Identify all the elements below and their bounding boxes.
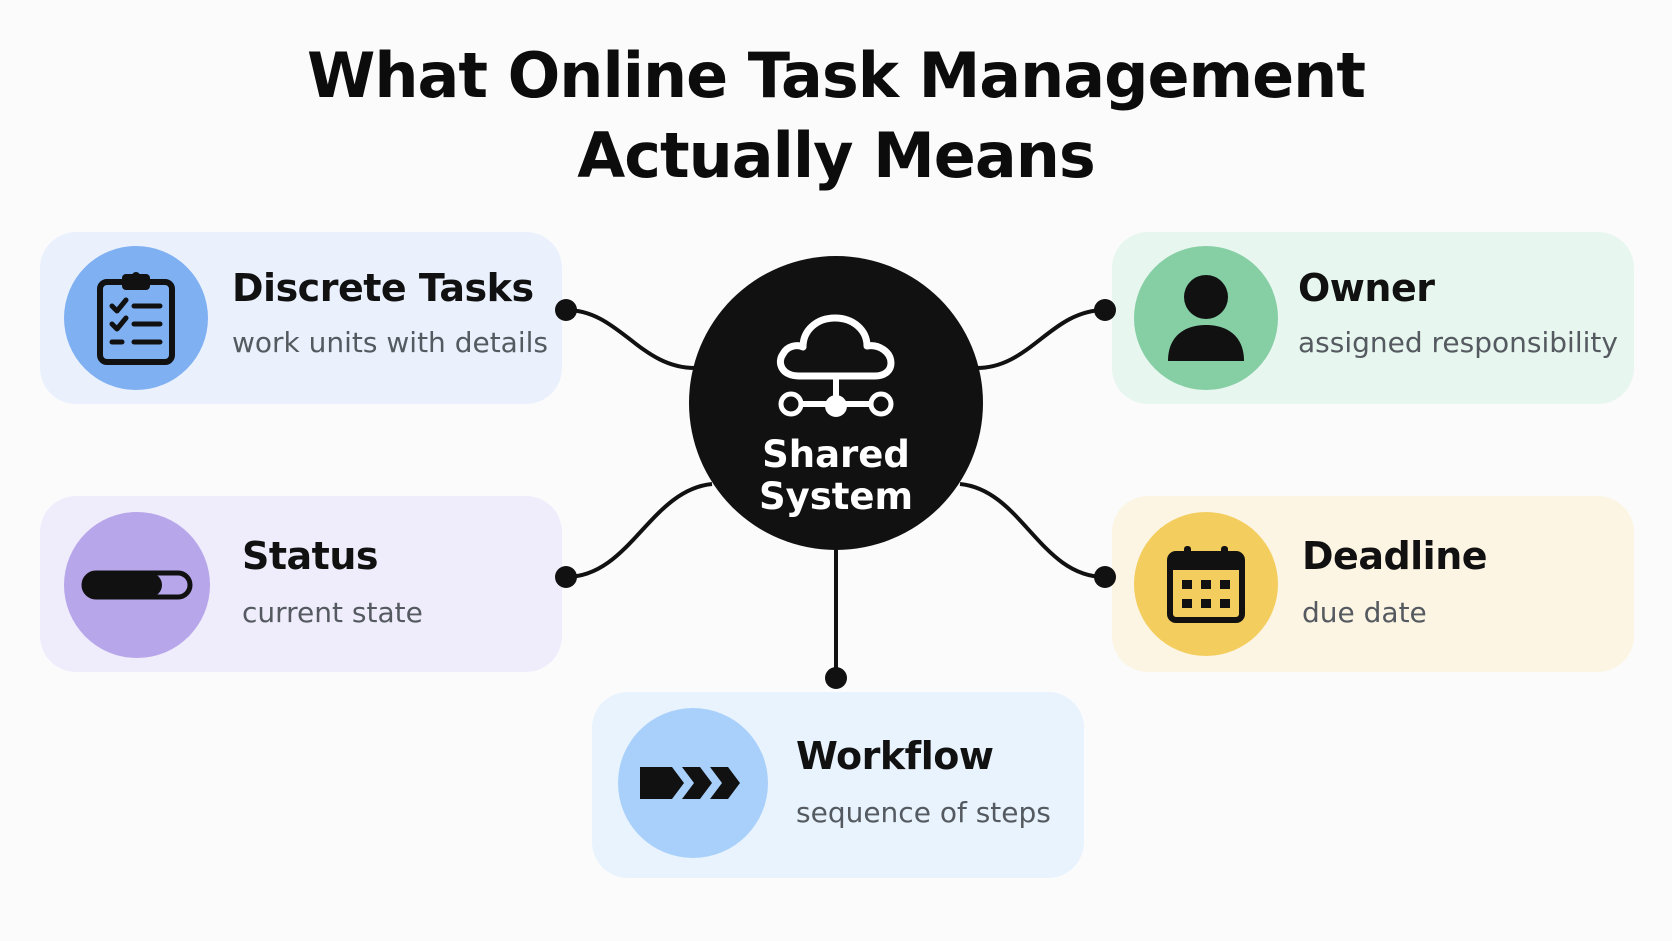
workflow-icon-circle [618,708,768,858]
status-subtitle: current state [242,596,423,629]
card-status: Status current state [40,496,562,672]
workflow-title: Workflow [796,734,994,778]
title-line-2: Actually Means [577,119,1095,192]
hub-label: Shared System [689,434,983,518]
status-icon-circle [64,512,210,658]
title-line-1: What Online Task Management [307,39,1366,112]
connector-deadline [959,482,1106,579]
connector-dot-owner [1094,299,1116,321]
discrete-tasks-subtitle: work units with details [232,326,548,359]
connector-dot-deadline [1094,566,1116,588]
progress-bar-icon [81,570,193,600]
connector-discrete-tasks [565,308,699,371]
hub-label-line-2: System [758,475,914,518]
connector-dot-workflow [825,667,847,689]
workflow-subtitle: sequence of steps [796,796,1051,829]
hub-circle: Shared System [689,256,983,550]
chevron-arrows-icon [640,767,740,799]
discrete-tasks-title: Discrete Tasks [232,266,534,310]
status-title: Status [242,534,379,578]
calendar-icon [1167,546,1245,623]
deadline-icon-circle [1134,512,1278,656]
connector-dot-discrete-tasks [555,299,577,321]
page-title: What Online Task Management Actually Mea… [0,36,1672,196]
deadline-subtitle: due date [1302,596,1427,629]
owner-title: Owner [1298,266,1435,310]
deadline-title: Deadline [1302,534,1488,578]
owner-icon-circle [1134,246,1278,390]
card-discrete-tasks: Discrete Tasks work units with details [40,232,562,404]
connector-owner [973,308,1106,371]
owner-subtitle: assigned responsibility [1298,326,1618,359]
connector-dot-status [555,566,577,588]
card-owner: Owner assigned responsibility [1112,232,1634,404]
discrete-tasks-icon-circle [64,246,208,390]
card-workflow: Workflow sequence of steps [592,692,1084,878]
connector-status [565,482,713,579]
person-icon [1168,275,1244,361]
hub-label-line-1: Shared [762,433,910,476]
clipboard-checklist-icon [97,272,175,365]
cloud-network-icon [776,314,895,417]
card-deadline: Deadline due date [1112,496,1634,672]
